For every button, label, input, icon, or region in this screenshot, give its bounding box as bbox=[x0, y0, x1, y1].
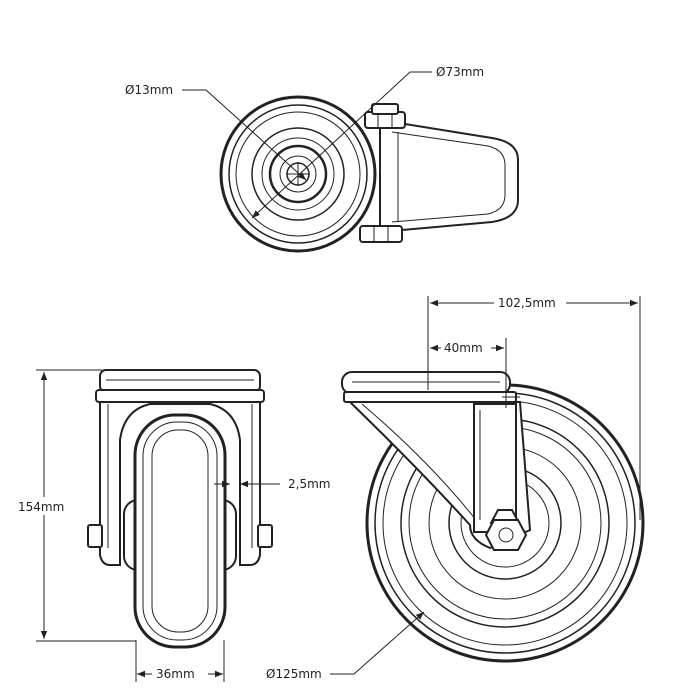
side-view: 102,5mm 40mm Ø125mm bbox=[266, 293, 645, 681]
bore-diameter-label: Ø13mm bbox=[125, 83, 173, 97]
swivel-offset-label: 102,5mm bbox=[498, 296, 556, 310]
front-view: 154mm 36mm 2,5mm bbox=[14, 369, 330, 682]
wheel-width-label: 36mm bbox=[156, 667, 195, 681]
axle-offset-label: 40mm bbox=[444, 341, 483, 355]
wheel-diameter-label: Ø125mm bbox=[266, 667, 322, 681]
hub-diameter-label: Ø73mm bbox=[436, 65, 484, 79]
top-view: Ø13mm Ø73mm bbox=[125, 65, 519, 253]
plate-gap-label: 2,5mm bbox=[288, 477, 330, 491]
overall-height-label: 154mm bbox=[18, 500, 64, 514]
